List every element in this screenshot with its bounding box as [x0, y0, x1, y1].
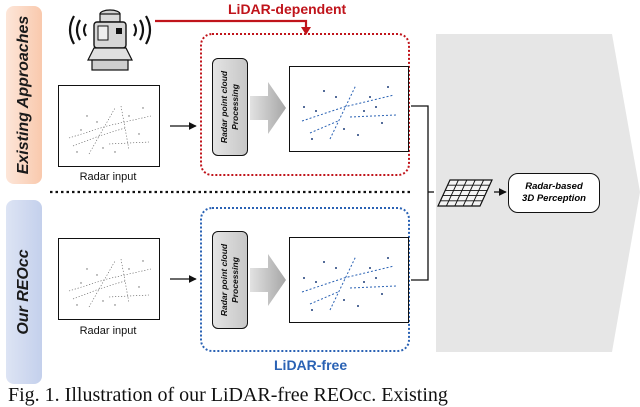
lidar-sensor-icon: [68, 9, 152, 71]
radar-3d-perception-box: Radar-based 3D Perception: [508, 173, 600, 213]
funnel-arrow-icon: [250, 82, 286, 134]
radar-input-top-caption: Radar input: [79, 171, 137, 183]
radar-input-bottom-caption: Radar input: [79, 325, 137, 337]
figure-caption: Fig. 1. Illustration of our LiDAR-free R…: [8, 384, 448, 406]
radar-input-top: [58, 85, 160, 167]
processed-output-top: [289, 66, 409, 152]
radar-scan-bottom: [68, 258, 152, 308]
radar-input-bottom: [58, 238, 160, 320]
processed-output-bottom: [289, 237, 409, 323]
processed-scan-bottom: [301, 255, 397, 311]
grid-feature-icon: [437, 179, 493, 207]
perception-line1: Radar-based: [525, 181, 583, 192]
radar-scan-top: [68, 105, 152, 155]
perception-line2: 3D Perception: [522, 193, 586, 204]
existing-approaches-label: Existing Approaches: [6, 6, 42, 184]
processed-scan-top: [301, 84, 397, 140]
lidar-free-container: [200, 207, 410, 352]
lidar-free-label: LiDAR-free: [274, 357, 348, 373]
lidar-dependent-label: LiDAR-dependent: [228, 1, 347, 17]
our-reocc-label: Our REOcc: [6, 200, 42, 384]
funnel-arrow-icon-bottom: [250, 254, 286, 306]
lidar-dependent-container: [200, 33, 410, 176]
